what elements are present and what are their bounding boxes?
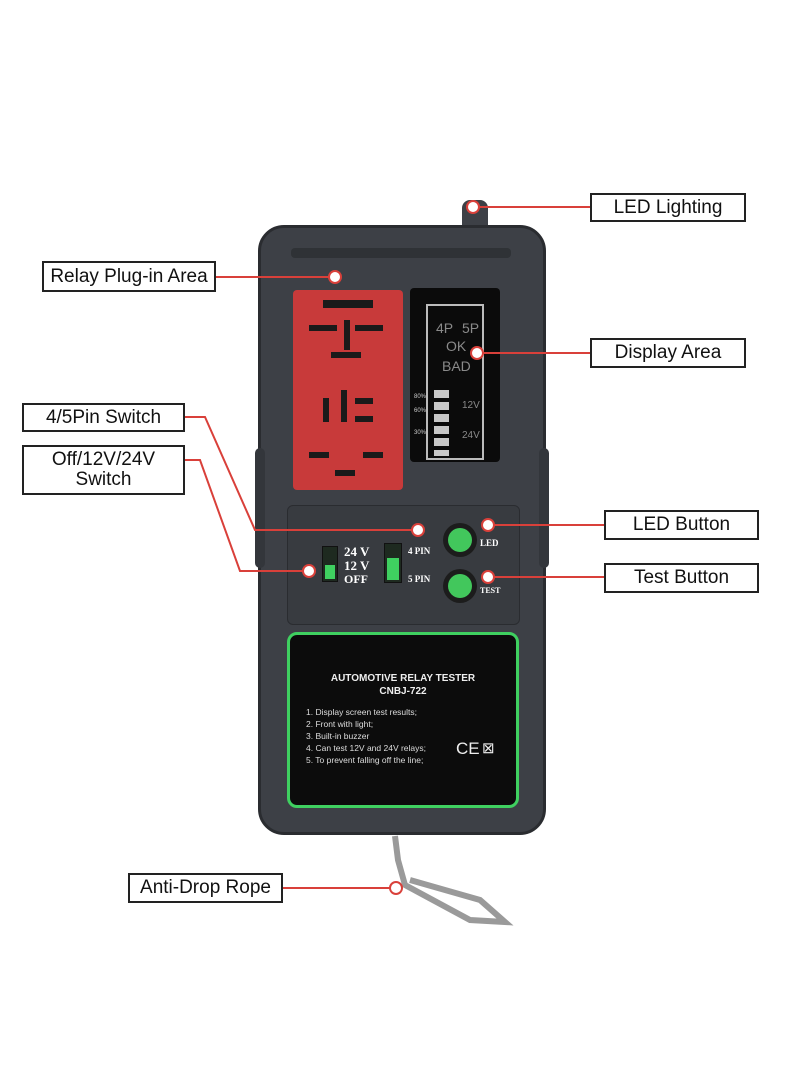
display-bad: BAD	[442, 358, 471, 374]
callout-pin-switch: 4/5Pin Switch	[22, 403, 185, 432]
weee-bin-icon: ⊠	[482, 740, 495, 757]
voltage-switch[interactable]	[322, 546, 338, 582]
feature-item: 5. To prevent falling off the line;	[306, 755, 424, 765]
plate-model: CNBJ-722	[379, 686, 427, 697]
feature-item: 3. Built-in buzzer	[306, 731, 370, 741]
pin-switch[interactable]	[384, 543, 402, 583]
display-5p: 5P	[462, 320, 480, 336]
feature-item: 4. Can test 12V and 24V relays;	[306, 743, 427, 753]
plate-title: AUTOMOTIVE RELAY TESTER	[330, 673, 476, 684]
display-area: 4P 5P OK BAD 80% 60% 30% 12V 24V	[410, 288, 500, 462]
callout-relay-area: Relay Plug-in Area	[42, 261, 216, 292]
anti-drop-rope	[392, 835, 514, 926]
led-button[interactable]	[443, 523, 477, 557]
label-test: TEST	[480, 586, 501, 595]
relay-plug-in-area	[293, 290, 403, 490]
feature-item: 1. Display screen test results;	[306, 707, 418, 717]
callout-voltage-switch: Off/12V/24V Switch	[22, 445, 185, 495]
pct-80: 80%	[414, 394, 427, 400]
top-slot	[291, 248, 511, 258]
display-ok: OK	[446, 338, 467, 354]
side-grip	[539, 448, 549, 568]
side-grip	[255, 448, 265, 568]
feature-item: 2. Front with light;	[306, 719, 374, 729]
callout-display-area: Display Area	[590, 338, 746, 368]
label-12v: 12 V	[344, 558, 370, 573]
info-plate: AUTOMOTIVE RELAY TESTER CNBJ-722 1. Disp…	[287, 632, 519, 808]
callout-rope: Anti-Drop Rope	[128, 873, 283, 903]
pct-60: 60%	[414, 408, 427, 414]
callout-led-button: LED Button	[604, 510, 759, 540]
label-off: OFF	[344, 572, 368, 586]
ce-mark: CE	[456, 739, 480, 758]
test-button[interactable]	[443, 569, 477, 603]
label-led: LED	[480, 538, 499, 548]
callout-test-button: Test Button	[604, 563, 759, 593]
label-24v: 24 V	[344, 544, 370, 559]
label-4pin: 4 PIN	[408, 546, 431, 556]
pct-30: 30%	[414, 430, 427, 436]
callout-led-lighting: LED Lighting	[590, 193, 746, 222]
label-5pin: 5 PIN	[408, 574, 431, 584]
display-4p: 4P	[436, 320, 454, 336]
display-12v: 12V	[462, 400, 480, 411]
display-24v: 24V	[462, 430, 480, 441]
